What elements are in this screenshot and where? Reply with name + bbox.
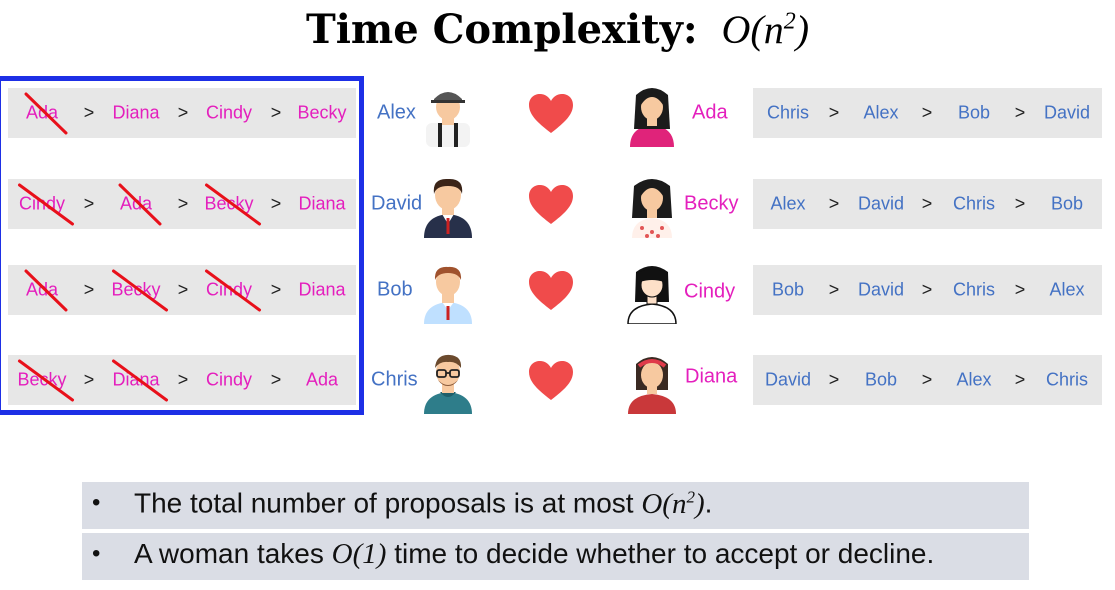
woman-avatar bbox=[622, 83, 682, 152]
woman-avatar bbox=[622, 174, 682, 243]
separator-symbol: > bbox=[270, 279, 282, 300]
man-glasses-avatar-icon bbox=[424, 354, 472, 414]
preference-name: Becky bbox=[297, 102, 347, 123]
separator-symbol: > bbox=[270, 102, 282, 123]
separator-symbol: > bbox=[921, 102, 933, 123]
preference-name: Bob bbox=[864, 369, 898, 390]
man-avatar bbox=[418, 350, 478, 419]
separator-symbol: > bbox=[921, 193, 933, 214]
heart-icon bbox=[528, 360, 574, 407]
man-avatar bbox=[418, 83, 478, 152]
man-avatar bbox=[418, 260, 478, 329]
heart-icon bbox=[528, 270, 574, 317]
woman-preference-row: Alex > David > Chris > Bob bbox=[753, 179, 1102, 229]
preference-name: Alex bbox=[956, 369, 992, 390]
separator-symbol: > bbox=[177, 102, 189, 123]
preference-name: Cindy bbox=[205, 102, 253, 123]
bullet-proposals: • The total number of proposals is at mo… bbox=[82, 482, 1029, 529]
bullet-math: O(n2) bbox=[641, 487, 705, 520]
preference-name: Chris bbox=[766, 102, 810, 123]
separator-symbol: > bbox=[828, 369, 840, 390]
separator-symbol: > bbox=[828, 193, 840, 214]
preference-name: Bob bbox=[957, 102, 991, 123]
preference-name: Diana bbox=[298, 193, 346, 214]
heart-shape bbox=[529, 361, 573, 400]
woman-name: Ada bbox=[692, 101, 728, 124]
bullet-math: O(1) bbox=[331, 538, 387, 570]
heart-shape bbox=[529, 185, 573, 224]
preference-name: Chris bbox=[952, 193, 996, 214]
separator-symbol: > bbox=[1014, 279, 1026, 300]
separator-symbol: > bbox=[83, 369, 95, 390]
title-math: O(n2) bbox=[721, 7, 810, 52]
preference-name: Chris bbox=[952, 279, 996, 300]
preference-name: Ada bbox=[305, 369, 339, 390]
bullet-text: A woman takes bbox=[134, 538, 332, 569]
separator-symbol: > bbox=[828, 102, 840, 123]
separator-symbol: > bbox=[270, 369, 282, 390]
separator-symbol: > bbox=[83, 193, 95, 214]
woman-preference-row: Chris > Alex > Bob > David bbox=[753, 88, 1102, 138]
man-name: David bbox=[371, 192, 423, 215]
man-avatar bbox=[418, 174, 478, 243]
preference-name: David bbox=[1043, 102, 1091, 123]
woman-preference-row: Bob > David > Chris > Alex bbox=[753, 265, 1102, 315]
separator-symbol: > bbox=[270, 193, 282, 214]
man-hat-avatar-icon bbox=[426, 92, 470, 147]
separator-symbol: > bbox=[177, 369, 189, 390]
woman-name: Cindy bbox=[684, 280, 736, 303]
preference-name: Alex bbox=[770, 193, 806, 214]
separator-symbol: > bbox=[1014, 193, 1026, 214]
woman-pink-shirt-avatar-icon bbox=[630, 88, 674, 147]
page-title: Time Complexity: O(n2) bbox=[0, 6, 1115, 53]
bullet-marker: • bbox=[92, 540, 101, 567]
highlight-box bbox=[0, 76, 364, 415]
woman-dotted-dress-avatar-icon bbox=[632, 179, 672, 238]
separator-symbol: > bbox=[177, 279, 189, 300]
man-suit-avatar-icon bbox=[424, 178, 472, 238]
man-name: Bob bbox=[377, 278, 413, 301]
preference-name: David bbox=[857, 279, 905, 300]
preference-name: Diana bbox=[112, 102, 160, 123]
bullet-text: The total number of proposals is at most bbox=[134, 487, 642, 519]
separator-symbol: > bbox=[921, 369, 933, 390]
woman-preference-row: David > Bob > Alex > Chris bbox=[753, 355, 1102, 405]
separator-symbol: > bbox=[1014, 369, 1026, 390]
preference-name: Alex bbox=[863, 102, 899, 123]
woman-bangs-avatar-icon bbox=[627, 266, 677, 325]
heart-shape bbox=[529, 94, 573, 133]
preference-name: Cindy bbox=[205, 369, 253, 390]
separator-symbol: > bbox=[177, 193, 189, 214]
separator-symbol: > bbox=[921, 279, 933, 300]
heart-icon bbox=[528, 93, 574, 140]
separator-symbol: > bbox=[828, 279, 840, 300]
woman-avatar bbox=[622, 260, 682, 329]
woman-name: Becky bbox=[684, 192, 739, 215]
preference-name: David bbox=[764, 369, 812, 390]
man-name: Alex bbox=[377, 101, 416, 124]
woman-avatar bbox=[622, 350, 682, 419]
man-name: Chris bbox=[371, 368, 418, 391]
bullet-marker: • bbox=[92, 489, 101, 516]
preference-name: Chris bbox=[1045, 369, 1089, 390]
woman-headband-avatar-icon bbox=[628, 357, 676, 414]
man-shirt-avatar-icon bbox=[424, 266, 472, 324]
preference-name: Diana bbox=[298, 279, 346, 300]
woman-name: Diana bbox=[685, 365, 738, 388]
preference-name: Alex bbox=[1049, 279, 1085, 300]
separator-symbol: > bbox=[83, 279, 95, 300]
preference-name: David bbox=[857, 193, 905, 214]
title-text: Time Complexity: bbox=[305, 6, 698, 53]
heart-icon bbox=[528, 184, 574, 231]
heart-shape bbox=[529, 271, 573, 310]
separator-symbol: > bbox=[83, 102, 95, 123]
preference-name: Bob bbox=[1050, 193, 1084, 214]
preference-name: Bob bbox=[771, 279, 805, 300]
bullet-decision-time: • A woman takes O(1) time to decide whet… bbox=[82, 533, 1029, 580]
separator-symbol: > bbox=[1014, 102, 1026, 123]
